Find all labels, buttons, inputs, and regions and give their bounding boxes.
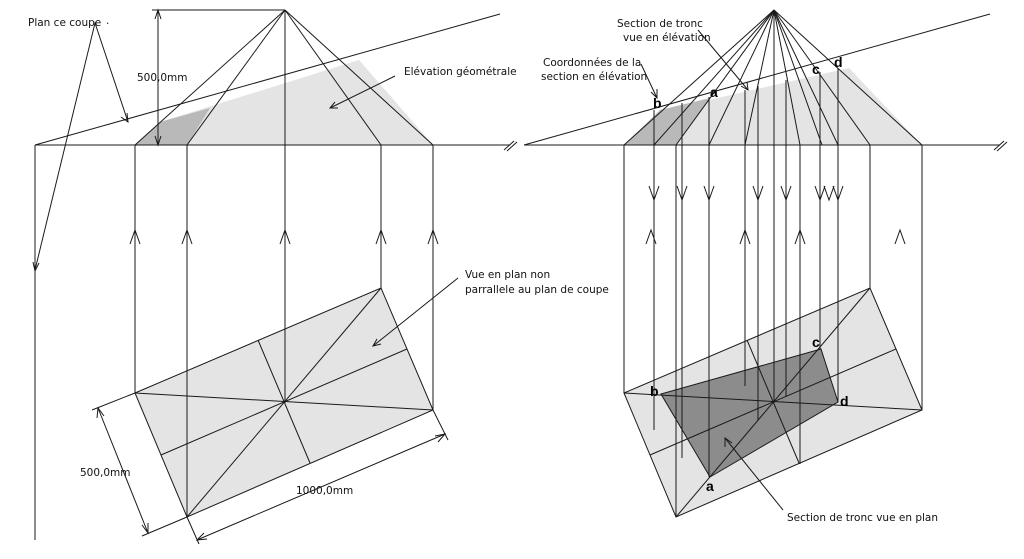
width-dim-arrow-bottom [141, 523, 149, 535]
section-plan-label: Section de tronc vue en plan [787, 512, 938, 524]
length-dim-arrow-right [434, 433, 447, 443]
elevation-cut-fill-r [624, 98, 710, 145]
point-d-plan: d [840, 393, 849, 409]
section-elevation-leader [697, 29, 749, 91]
cutting-plane-leader-arrow-a [32, 261, 40, 273]
projection-lines-r [623, 68, 923, 517]
elevation-section-fill-r [624, 68, 922, 145]
length-dimension-ext-b [432, 409, 449, 441]
plan-view-label-line1: Vue en plan non [465, 269, 550, 281]
projection-up-arrows-r [645, 228, 906, 245]
coords-label-line1: Coordonnées de la [543, 57, 641, 69]
section-elevation-leader-arrow [740, 81, 749, 91]
left-diagram: Plan ce coupe . 500,0mm Elévation géomét… [28, 8, 609, 545]
length-dimension-line [196, 433, 446, 541]
ground-line-end-mark [503, 140, 518, 152]
cutting-plane-trace-r [523, 13, 991, 146]
point-c-elevation: c [812, 61, 820, 77]
elevation-edges-r [623, 9, 923, 403]
elevation-cut-fill [135, 108, 210, 145]
cutting-plane-label-dot: . [106, 15, 109, 27]
point-c-plan: c [812, 334, 820, 350]
point-b-plan: b [650, 383, 659, 399]
coords-leader-arrow [650, 89, 658, 100]
width-dimension-line [97, 407, 149, 534]
length-dimension-label: 1000,0mm [296, 485, 353, 497]
point-a-elevation: a [710, 84, 718, 100]
point-d-elevation: d [834, 54, 843, 70]
plan-internal-lines [134, 287, 434, 518]
projection-lines [134, 145, 434, 517]
plan-view-leader-arrow [371, 338, 382, 347]
width-dimension-ext-b [141, 516, 188, 537]
cutting-plane-label: Plan ce coupe [28, 17, 101, 29]
elevation-label: Elévation géométrale [404, 66, 517, 78]
projection-down-arrows [648, 185, 844, 202]
elevation-edges [134, 9, 434, 403]
elevation-section-fill [135, 60, 433, 145]
right-diagram: Section de tronc vue en élévation Coordo… [523, 9, 1008, 524]
section-plan-leader-arrow [724, 437, 733, 447]
elevation-leader-arrow [328, 101, 338, 109]
section-elevation-label-line1: Section de tronc [617, 18, 703, 30]
section-elevation-label-line2: vue en élévation [623, 32, 711, 44]
ground-line-end-mark-r [993, 140, 1008, 152]
projection-up-arrows [129, 228, 439, 245]
plan-section-fill-r [661, 349, 838, 477]
cutting-plane-trace [34, 13, 501, 146]
plan-internal-lines-r [623, 287, 923, 518]
cutting-plane-leader-arrow-b [120, 112, 129, 124]
elevation-leader [329, 75, 396, 109]
width-dim-arrow-top [96, 406, 105, 419]
point-a-plan: a [706, 478, 714, 494]
cutting-plane-leader [34, 21, 129, 271]
point-b-elevation: b [653, 95, 662, 111]
coords-label-line2: section en élévation [541, 71, 647, 83]
height-dimension-label: 500,0mm [137, 72, 188, 84]
width-dimension-ext-a [91, 392, 136, 411]
plan-view-leader [372, 277, 459, 347]
plan-section-outline [660, 348, 839, 478]
width-dimension-label: 500,0mm [80, 467, 131, 479]
height-dim-arrow-top [154, 8, 162, 20]
length-dim-arrow-left [195, 532, 208, 541]
plan-view-label-line2: parrallele au plan de coupe [465, 284, 609, 296]
coords-leader [640, 63, 658, 99]
section-plan-leader [724, 437, 784, 511]
height-dim-arrow-bottom [154, 135, 162, 147]
